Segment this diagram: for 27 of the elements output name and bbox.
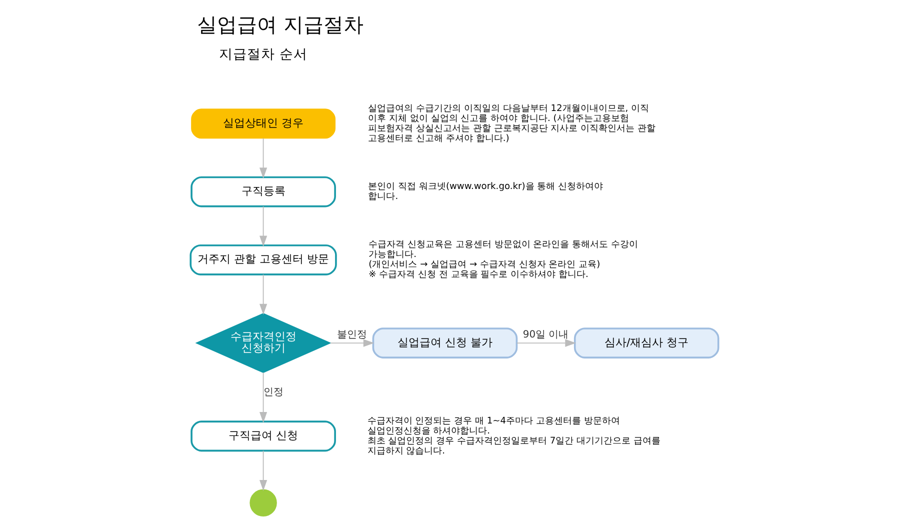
edge-label: 인정 (263, 387, 284, 398)
node-label: 수급자격 신청교육은 고용센터 방문없이 온라인을 통해서도 수강이 가능합니다. (368, 240, 638, 260)
node-label: (개인서비스 → 실업급여 → 수급자격 신청자 온라인 교육) (368, 260, 600, 270)
node-box: 구직등록 (190, 176, 336, 208)
edge-label: 불인정 (336, 329, 366, 340)
node-box: 구직급여 신청 (190, 420, 336, 452)
node-box: 심사/재심사 청구 (573, 328, 719, 358)
node-box: 실업급여 신청 불가 (372, 328, 518, 358)
node-label: 최초 실업인정의 경우 수급자격인정일로부터 7일간 대기기간으로 급여를 지급하지 않습니다. (366, 436, 660, 456)
arrow (258, 450, 267, 491)
node-box: 실업상태인 경우 (190, 108, 335, 139)
arrow (258, 274, 267, 315)
node-label: 수급자격이 인정되는 경우 매 1~4주마다 고용센터를 방문하여 실업인정신청을 하셔야합니다. (366, 416, 620, 436)
arrow (258, 138, 267, 179)
node-circle (249, 489, 276, 517)
node-label: ※ 수급자격 신청 전 교육을 필수로 이수하셔야 합니다. (368, 270, 588, 280)
arrow (516, 339, 576, 347)
node-label: 본인이 직접 워크넷(www.work.go.kr)을 통해 신청하여야 합니다. (368, 182, 603, 202)
diagram-title: 실업급여 지급절차 (196, 12, 363, 37)
label: 지급절차 순서 (218, 46, 307, 63)
node-diamond: 수급자격인정 신청하기 (194, 313, 331, 374)
arrow (258, 206, 267, 247)
edge-label: 90일 이내 (522, 329, 568, 340)
node-label: 실업급여의 수급기간의 이직일의 다음날부터 12개월이내이므로, 이직 이후 지체 없이 실업의 신고를 하여야 합니다. (사업주는고용보험 피보험자격 상실신고서는 관할 근로복지공단 지사로 이직확인서는 관할 고용센터로 신고해 주셔야 합니다.) (368, 104, 656, 144)
arrow (258, 372, 267, 423)
node-box: 거주지 관할 고용센터 방문 (189, 244, 336, 276)
arrow (329, 339, 374, 347)
